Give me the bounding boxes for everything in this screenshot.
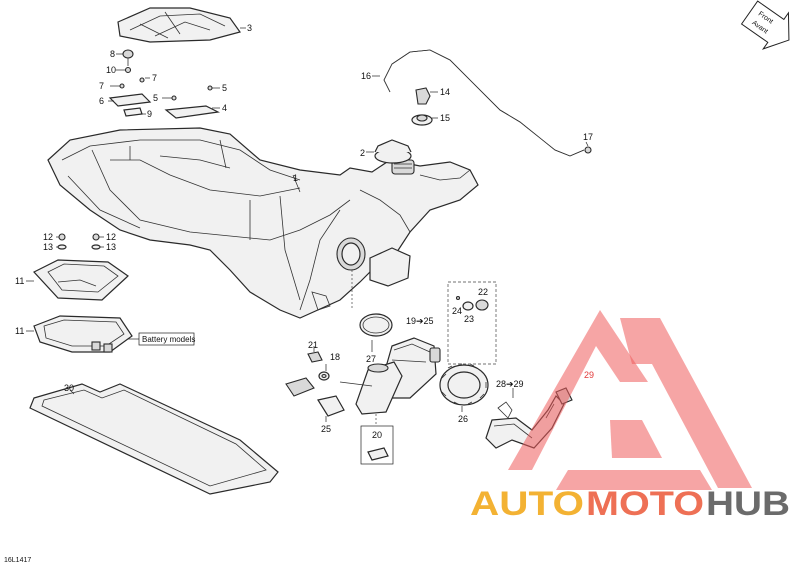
callout-7-a: 7 (99, 81, 104, 91)
vent-hose-part (372, 49, 592, 157)
callout-20: 20 (372, 430, 382, 440)
callout-18: 18 (330, 352, 340, 362)
callout-16: 16 (361, 71, 371, 81)
fuel-tank-part (47, 127, 479, 319)
callout-10: 10 (106, 65, 116, 75)
callout-5-a: 5 (222, 83, 227, 93)
fuel-pump-group (285, 270, 573, 465)
callout-14: 14 (440, 87, 450, 97)
logo-text-hub: HUB (706, 485, 790, 523)
callout-13-a: 13 (43, 242, 53, 252)
callout-2: 2 (360, 148, 365, 158)
callout-11-b: 11 (15, 326, 24, 336)
callout-7-b: 7 (152, 73, 157, 83)
fuel-cap-part (366, 139, 412, 164)
callout-28-29: 28➔29 (496, 379, 524, 389)
callout-4: 4 (222, 103, 227, 113)
floor-mat-part (29, 383, 279, 495)
callout-25: 25 (321, 424, 331, 434)
automotohub-logo: AUTO MOTO HUB (470, 310, 790, 523)
seat-cover-part (117, 7, 246, 43)
callout-labels: 1 2 3 4 5 5 6 7 7 8 9 10 11 11 12 12 13 … (4, 23, 594, 564)
callout-6: 6 (99, 96, 104, 106)
callout-8: 8 (110, 49, 115, 59)
front-direction-arrow: Front Avant (740, 0, 790, 50)
callout-21: 21 (308, 340, 318, 350)
callout-11-a: 11 (15, 276, 24, 286)
callout-26: 26 (458, 414, 468, 424)
callout-5-b: 5 (153, 93, 158, 103)
diagram-id-label: 16L1417 (4, 557, 31, 564)
logo-text-moto: MOTO (586, 485, 704, 523)
callout-12-a: 12 (43, 232, 53, 242)
callout-30: 30 (64, 383, 74, 393)
callout-19-25: 19➔25 (406, 316, 434, 326)
callout-9: 9 (147, 109, 152, 119)
callout-27: 27 (366, 354, 376, 364)
callout-29: 29 (584, 370, 594, 380)
callout-17: 17 (583, 132, 593, 142)
callout-15: 15 (440, 113, 450, 123)
callout-1: 1 (293, 173, 298, 183)
battery-models-label: Battery models (142, 335, 195, 344)
callout-12-b: 12 (106, 232, 116, 242)
callout-23: 23 (464, 314, 474, 324)
battery-tray-group (26, 233, 195, 353)
logo-text-auto: AUTO (470, 485, 584, 523)
callout-24: 24 (452, 306, 462, 316)
callout-22: 22 (478, 287, 488, 297)
callout-3: 3 (247, 23, 252, 33)
callout-13-b: 13 (106, 242, 116, 252)
bolt-hardware-group (108, 49, 220, 119)
